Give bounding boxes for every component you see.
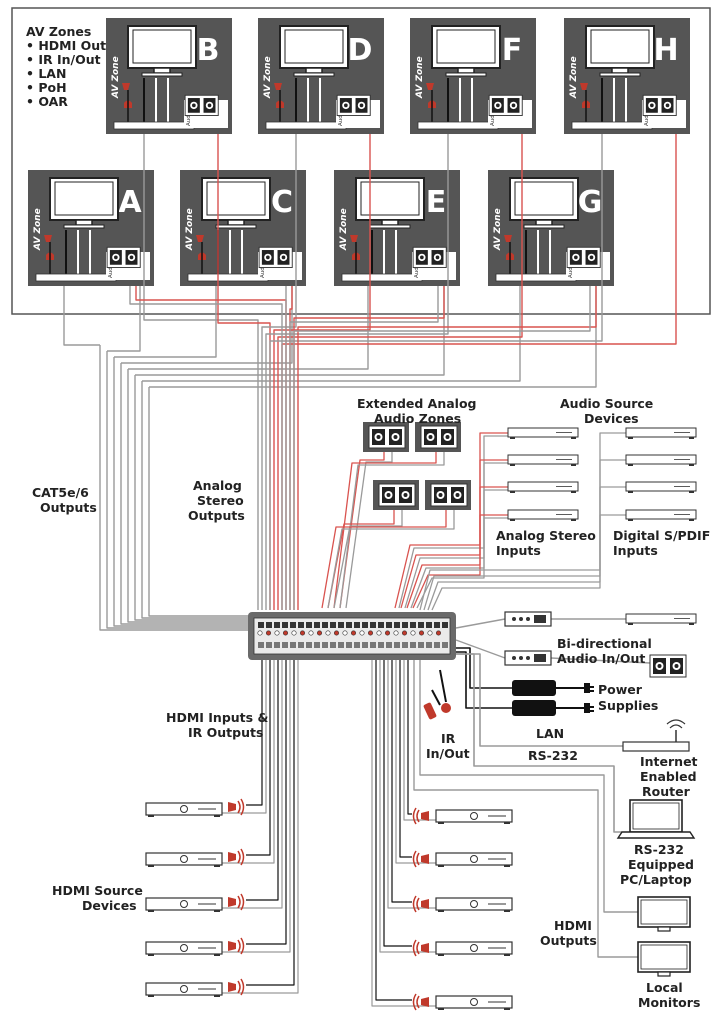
digital-spdif-label: Digital S/PDIF	[613, 528, 710, 543]
analog-stereo-inputs-label: Inputs	[496, 543, 541, 558]
extended-analog-audio-zones	[363, 422, 471, 510]
extended-analog-label: Extended Analog	[357, 396, 477, 411]
audio-source-label: Devices	[584, 411, 639, 426]
pc-label: Equipped	[628, 857, 694, 872]
av-zone-tag: AV Zone	[493, 208, 503, 251]
labels: CAT5e/6 Outputs Analog Stereo Outputs Ex…	[32, 396, 710, 1010]
legend-item: • IR In/Out	[26, 52, 101, 67]
cat5-label: Outputs	[40, 500, 97, 515]
laptop-icon	[616, 799, 696, 839]
av-zones-legend: AV Zones • HDMI Out • IR In/Out • LAN • …	[26, 24, 106, 109]
av-zone-tag: AV Zone	[569, 56, 579, 99]
hdmi-source-player-right	[412, 850, 513, 868]
ir-remote-icon	[423, 669, 451, 720]
av-zone-tag: AV Zone	[339, 208, 349, 251]
power-supplies-label: Supplies	[598, 698, 658, 713]
zone-letter: E	[426, 185, 447, 220]
hdmi-inputs-ir-label: HDMI Inputs &	[166, 710, 268, 725]
lan-label: LAN	[536, 726, 564, 741]
local-monitors-label: Local	[646, 980, 683, 995]
router-label: Enabled	[640, 769, 697, 784]
cable-bundle	[63, 134, 677, 1007]
hdmi-source-player-left	[145, 978, 245, 998]
digital-spdif-label: Inputs	[613, 543, 658, 558]
router-label: Internet	[640, 754, 698, 769]
av-zone-tag: AV Zone	[415, 56, 425, 99]
hdmi-source-player-right	[412, 807, 513, 825]
power-supplies-label: Power	[598, 682, 643, 697]
av-zone-panel: GAV ZoneAudio Zone	[488, 170, 614, 286]
hdmi-source-player-left	[145, 848, 245, 868]
av-zone-panel: BAV ZoneAudio Zone	[106, 18, 232, 134]
av-zone-panel: EAV ZoneAudio Zone	[334, 170, 460, 286]
zone-letter: C	[271, 185, 293, 220]
zone-letter: G	[578, 185, 603, 220]
hdmi-source-devices	[145, 798, 513, 1011]
analog-stereo-inputs-label: Analog Stereo	[496, 528, 596, 543]
analog-stereo-outputs-label: Analog	[193, 478, 242, 493]
ir-in-out-label: In/Out	[426, 746, 470, 761]
audio-source-devices	[507, 427, 697, 626]
audio-source-label: Audio Source	[560, 396, 653, 411]
zone-letter: F	[502, 33, 523, 68]
hdmi-source-player-left	[145, 798, 245, 818]
hdmi-source-player-right	[412, 895, 513, 913]
hdmi-source-player-left	[145, 937, 245, 957]
av-zone-panel: HAV ZoneAudio Zone	[564, 18, 690, 134]
zone-letter: H	[653, 33, 678, 68]
legend-title: AV Zones	[26, 24, 91, 39]
zone-letter: B	[197, 33, 220, 68]
power-supplies	[512, 680, 594, 716]
bidirectional-label: Bi-directional	[557, 636, 652, 651]
av-zone-tag: AV Zone	[111, 56, 121, 99]
hdmi-inputs-ir-label: IR Outputs	[188, 725, 263, 740]
cat5-label: CAT5e/6	[32, 485, 89, 500]
av-zone-panel: FAV ZoneAudio Zone	[410, 18, 536, 134]
pc-label: PC/Laptop	[620, 872, 692, 887]
av-zone-tag: AV Zone	[185, 208, 195, 251]
legend-item: • LAN	[26, 66, 66, 81]
legend-item: • OAR	[26, 94, 68, 109]
legend-item: • PoH	[26, 80, 67, 95]
local-monitors-label: Monitors	[638, 995, 700, 1010]
hdmi-source-player-right	[412, 993, 513, 1011]
legend-item: • HDMI Out	[26, 38, 106, 53]
analog-stereo-outputs-label: Outputs	[188, 508, 245, 523]
extended-analog-label: Audio Zones	[374, 411, 461, 426]
pc-label: RS-232	[634, 842, 684, 857]
zone-letter: D	[348, 33, 373, 68]
av-zone-panel: DAV ZoneAudio Zone	[258, 18, 384, 134]
hdmi-source-label: HDMI Source	[52, 883, 143, 898]
zone-letter: A	[118, 185, 142, 220]
hdmi-source-player-left	[145, 893, 245, 913]
router-label: Router	[642, 784, 691, 799]
hdmi-outputs-label: HDMI	[554, 918, 592, 933]
av-zone-tag: AV Zone	[33, 208, 43, 251]
bidirectional-label: Audio In/Out	[557, 651, 645, 666]
local-monitors	[637, 896, 691, 977]
rs232-label: RS-232	[528, 748, 578, 763]
ir-in-out-label: IR	[441, 731, 456, 746]
bidirectional-audio-devices	[504, 611, 687, 678]
analog-stereo-outputs-label: Stereo	[197, 493, 244, 508]
av-zone-tag: AV Zone	[263, 56, 273, 99]
matrix-switch	[248, 612, 456, 660]
router-icon	[622, 719, 690, 752]
av-zone-panel: CAV ZoneAudio Zone	[180, 170, 306, 286]
av-zone-panel: AAV ZoneAudio Zone	[28, 170, 154, 286]
hdmi-source-player-right	[412, 939, 513, 957]
hdmi-source-label: Devices	[82, 898, 137, 913]
hdmi-outputs-label: Outputs	[540, 933, 597, 948]
